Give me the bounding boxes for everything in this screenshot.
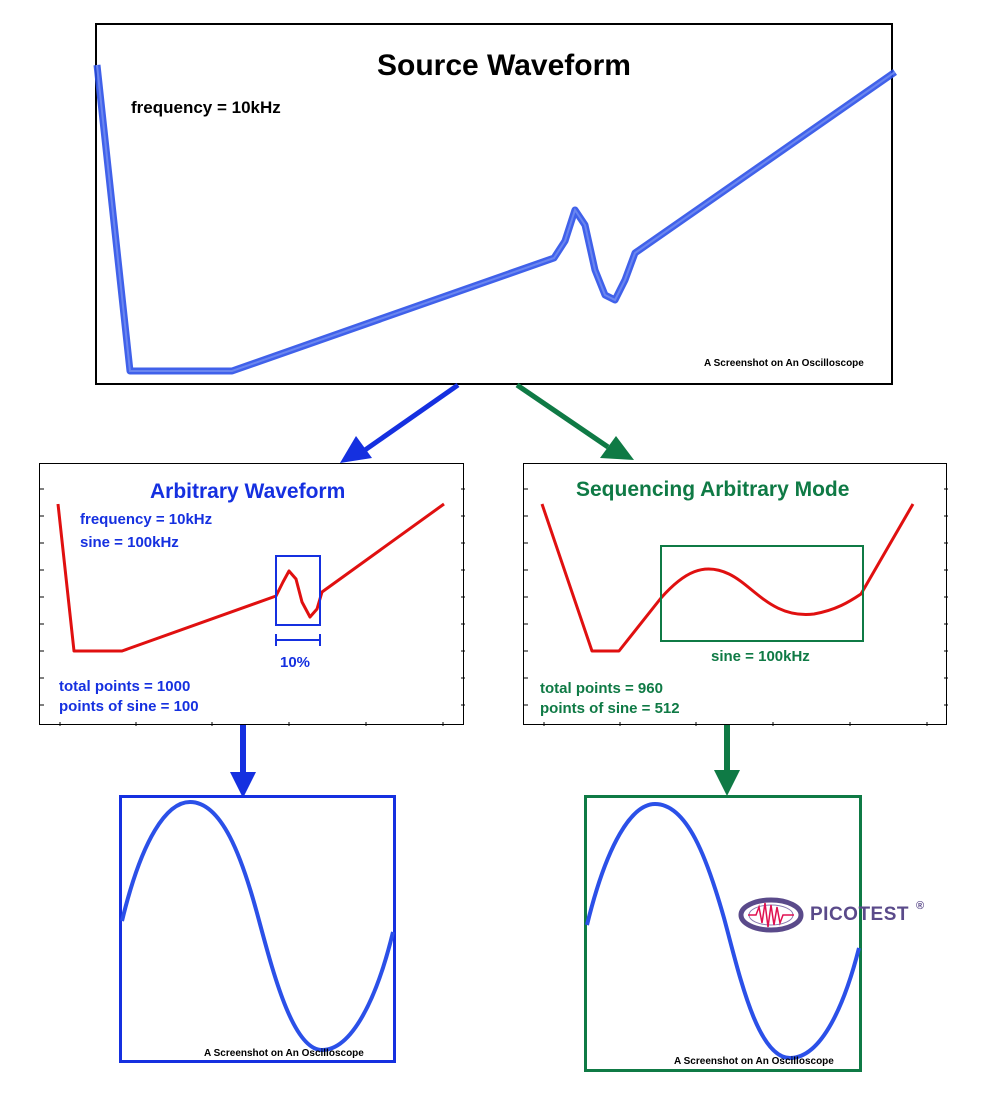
output-right-caption: A Screenshot on An Oscilloscope xyxy=(674,1056,834,1067)
output-right-panel: A Screenshot on An Oscilloscope xyxy=(584,795,862,1072)
sequencing-mode-panel: Sequencing Arbitrary Mode sine = 100kHz … xyxy=(523,463,948,726)
picotest-logo-icon xyxy=(738,897,804,933)
output-left-caption: A Screenshot on An Oscilloscope xyxy=(204,1048,364,1059)
sequencing-axis-ticks xyxy=(524,488,948,726)
arbitrary-sine-label: sine = 100kHz xyxy=(80,534,179,551)
sequencing-sine-label: sine = 100kHz xyxy=(711,648,810,665)
arbitrary-frequency-label: frequency = 10kHz xyxy=(80,511,213,528)
sequencing-red-trace xyxy=(540,503,915,653)
source-frequency-label: frequency = 10kHz xyxy=(131,98,281,117)
source-caption: A Screenshot on An Oscilloscope xyxy=(704,358,864,369)
sine-highlight-box xyxy=(275,555,321,626)
sequencing-total-points-label: total points = 960 xyxy=(540,680,663,697)
source-title: Source Waveform xyxy=(377,49,631,82)
arrow-down-left xyxy=(230,724,256,798)
arbitrary-total-points-label: total points = 1000 xyxy=(59,678,191,695)
arbitrary-axis-ticks xyxy=(40,488,465,726)
source-waveform-trace xyxy=(93,64,897,375)
arrow-to-sequencing xyxy=(515,382,634,460)
picotest-logo-text: PICOTEST xyxy=(810,904,910,925)
ten-percent-bracket xyxy=(275,634,321,646)
arbitrary-waveform-plot xyxy=(40,488,465,726)
picotest-logo-mark: ® xyxy=(916,900,925,912)
arbitrary-title: Arbitrary Waveform xyxy=(150,480,346,503)
arbitrary-percent-label: 10% xyxy=(280,654,311,671)
arbitrary-red-trace xyxy=(56,502,445,653)
output-left-panel: A Screenshot on An Oscilloscope xyxy=(119,795,396,1063)
output-right-sine-trace xyxy=(585,801,861,1061)
arbitrary-waveform-panel: Arbitrary Waveform frequency = 10kHz sin… xyxy=(39,463,465,726)
arrow-to-arbitrary xyxy=(340,382,460,463)
sequencing-sine-points-label: points of sine = 512 xyxy=(540,700,680,717)
source-waveform-panel: Source Waveform frequency = 10kHz A Scre… xyxy=(93,23,897,385)
arrow-down-right xyxy=(714,720,740,796)
sequencing-waveform-plot xyxy=(524,488,948,726)
sequencing-title: Sequencing Arbitrary Mode xyxy=(576,478,850,501)
arbitrary-sine-points-label: points of sine = 100 xyxy=(59,698,199,715)
picotest-logo: PICOTEST ® xyxy=(738,895,938,935)
output-left-sine-trace xyxy=(120,799,395,1053)
sequencing-sine-box xyxy=(660,545,864,642)
